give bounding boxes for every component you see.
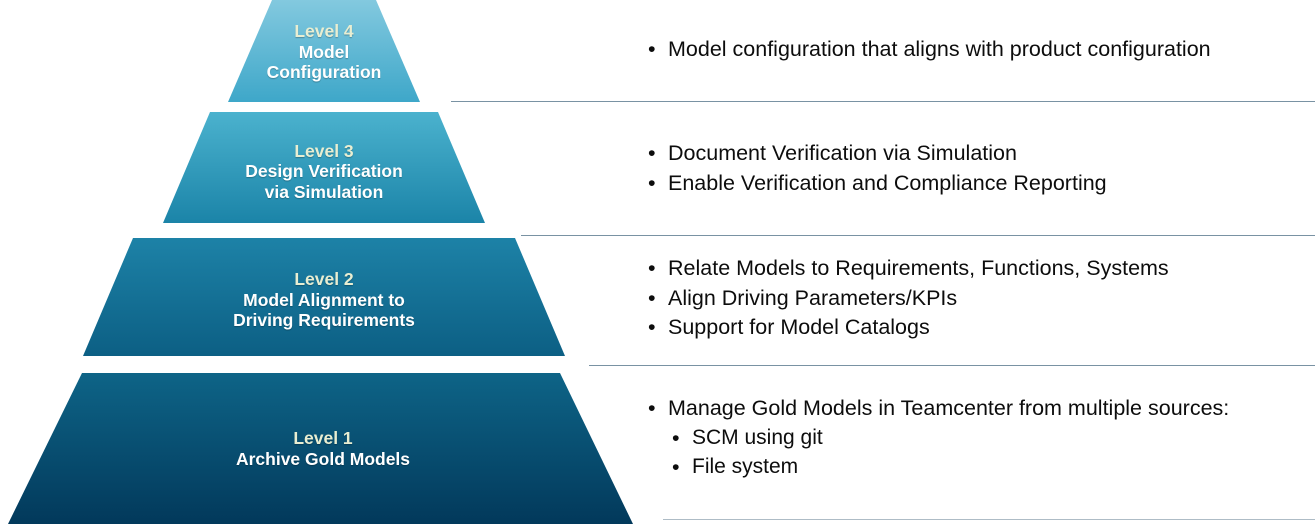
tier-2-title-line-2: Driving Requirements xyxy=(233,310,415,331)
bullet-dot-icon: • xyxy=(648,285,656,310)
bullet-text: Document Verification via Simulation xyxy=(668,141,1017,165)
divider-line-level-2 xyxy=(589,365,1315,366)
tier-1-text: Level 1 Archive Gold Models xyxy=(236,428,410,469)
list-item-sub: • File system xyxy=(648,454,1229,482)
list-item: • Align Driving Parameters/KPIs xyxy=(648,285,1169,313)
divider-line-level-1 xyxy=(663,519,1315,520)
tier-1-title-line-1: Archive Gold Models xyxy=(235,448,411,469)
bullet-text: Model configuration that aligns with pro… xyxy=(668,37,1211,61)
pyramid-tier-level-1[interactable]: Level 1 Archive Gold Models xyxy=(0,371,646,524)
bullet-text: Support for Model Catalogs xyxy=(668,315,930,340)
list-item: • Enable Verification and Compliance Rep… xyxy=(648,170,1107,198)
tier-3-text: Level 3 Design Verification via Simulati… xyxy=(245,141,403,203)
tier-4-level-tag: Level 4 xyxy=(294,21,354,42)
tier-2-text: Level 2 Model Alignment to Driving Requi… xyxy=(233,269,415,331)
divider-line-level-3 xyxy=(521,235,1315,236)
tier-2-title-line-1: Model Alignment to xyxy=(243,289,405,310)
list-item-sub: • SCM using git xyxy=(648,425,1229,453)
bullet-text: File system xyxy=(692,455,799,479)
tier-2-level-tag: Level 2 xyxy=(294,269,354,290)
list-item: • Document Verification via Simulation xyxy=(648,140,1107,168)
pyramid-tier-level-4[interactable]: Level 4 Model Configuration xyxy=(228,0,420,102)
tier-4-title-line-2: Configuration xyxy=(266,62,382,83)
divider-line-level-4 xyxy=(451,101,1315,102)
description-panel-level-3: • Document Verification via Simulation •… xyxy=(648,140,1107,199)
description-panel-level-1: • Manage Gold Models in Teamcenter from … xyxy=(648,395,1229,484)
bullet-text: Manage Gold Models in Teamcenter from mu… xyxy=(668,396,1230,420)
list-item: • Model configuration that aligns with p… xyxy=(648,36,1211,64)
list-item: • Manage Gold Models in Teamcenter from … xyxy=(648,395,1229,423)
bullet-text: Relate Models to Requirements, Functions… xyxy=(668,256,1169,280)
tier-1-trapezoid-shape xyxy=(8,373,633,524)
tier-2-trapezoid-shape xyxy=(83,238,565,356)
capability-pyramid: Level 4 Model Configuration Level 3 Desi… xyxy=(0,0,646,524)
tier-3-title-line-2: via Simulation xyxy=(264,181,384,202)
tier-4-trapezoid-shape xyxy=(228,0,420,102)
list-item: • Support for Model Catalogs xyxy=(648,314,1169,342)
bullet-dot-icon: • xyxy=(648,256,656,280)
bullet-dot-icon: • xyxy=(648,37,656,61)
bullet-text: Align Driving Parameters/KPIs xyxy=(668,285,958,310)
tier-4-text: Level 4 Model Configuration xyxy=(267,21,382,83)
pyramid-tier-level-3[interactable]: Level 3 Design Verification via Simulati… xyxy=(163,112,485,223)
bullet-dot-icon: • xyxy=(648,141,656,165)
tier-3-trapezoid-shape xyxy=(163,112,485,223)
bullet-dot-icon: • xyxy=(672,425,680,450)
tier-3-level-tag: Level 3 xyxy=(294,140,354,161)
bullet-dot-icon: • xyxy=(648,170,656,195)
tier-1-level-tag: Level 1 xyxy=(293,427,353,448)
bullet-dot-icon: • xyxy=(672,455,680,480)
bullet-dot-icon: • xyxy=(648,315,656,340)
bullet-text: Enable Verification and Compliance Repor… xyxy=(668,170,1107,195)
description-panel-level-4: • Model configuration that aligns with p… xyxy=(648,36,1211,66)
bullet-text: SCM using git xyxy=(692,425,823,449)
list-item: • Relate Models to Requirements, Functio… xyxy=(648,255,1169,283)
tier-4-title-line-1: Model xyxy=(298,41,350,62)
description-panel-level-2: • Relate Models to Requirements, Functio… xyxy=(648,255,1169,344)
pyramid-tier-level-2[interactable]: Level 2 Model Alignment to Driving Requi… xyxy=(83,238,565,356)
tier-3-title-line-1: Design Verification xyxy=(245,161,403,182)
bullet-dot-icon: • xyxy=(648,396,656,420)
